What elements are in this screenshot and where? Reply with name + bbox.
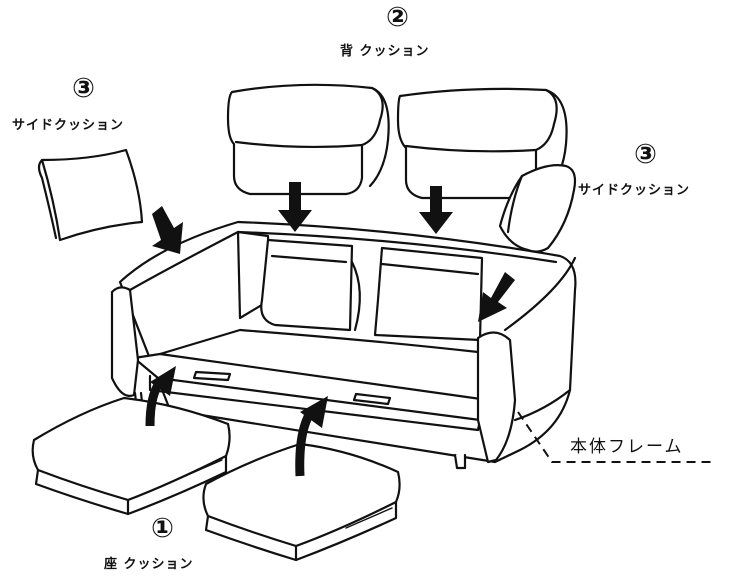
- arrow-side-left: [152, 206, 183, 254]
- arrow-down-back-right: [419, 186, 453, 234]
- seat-cushion-label: 座 クッション: [104, 557, 194, 572]
- arrow-up-seat-left-head: [150, 366, 176, 396]
- side-cushion-right-number: ③: [634, 139, 657, 170]
- side-cushion-left-label: サイドクッション: [12, 118, 125, 133]
- frame-label: 本体フレーム: [570, 437, 684, 457]
- seat-cushion-left: [31, 396, 231, 516]
- arrow-down-back-left: [278, 182, 312, 232]
- side-cushion-left: [37, 148, 144, 242]
- side-cushion-right: [498, 164, 577, 253]
- back-cushion-right: [396, 87, 568, 200]
- seat-cushion-number: ①: [151, 513, 174, 544]
- back-cushion-left: [226, 83, 390, 196]
- side-cushion-left-number: ③: [72, 73, 95, 104]
- sofa-frame: [110, 220, 577, 470]
- arrows: [152, 182, 515, 322]
- frame-leader-line: [517, 411, 712, 463]
- arrow-up-seat-right-head: [300, 396, 328, 428]
- side-cushion-right-label: サイドクッション: [578, 183, 691, 198]
- arrow-side-right: [478, 272, 515, 322]
- back-cushion-number: ②: [386, 2, 409, 33]
- back-cushion-label: 背 クッション: [340, 44, 430, 59]
